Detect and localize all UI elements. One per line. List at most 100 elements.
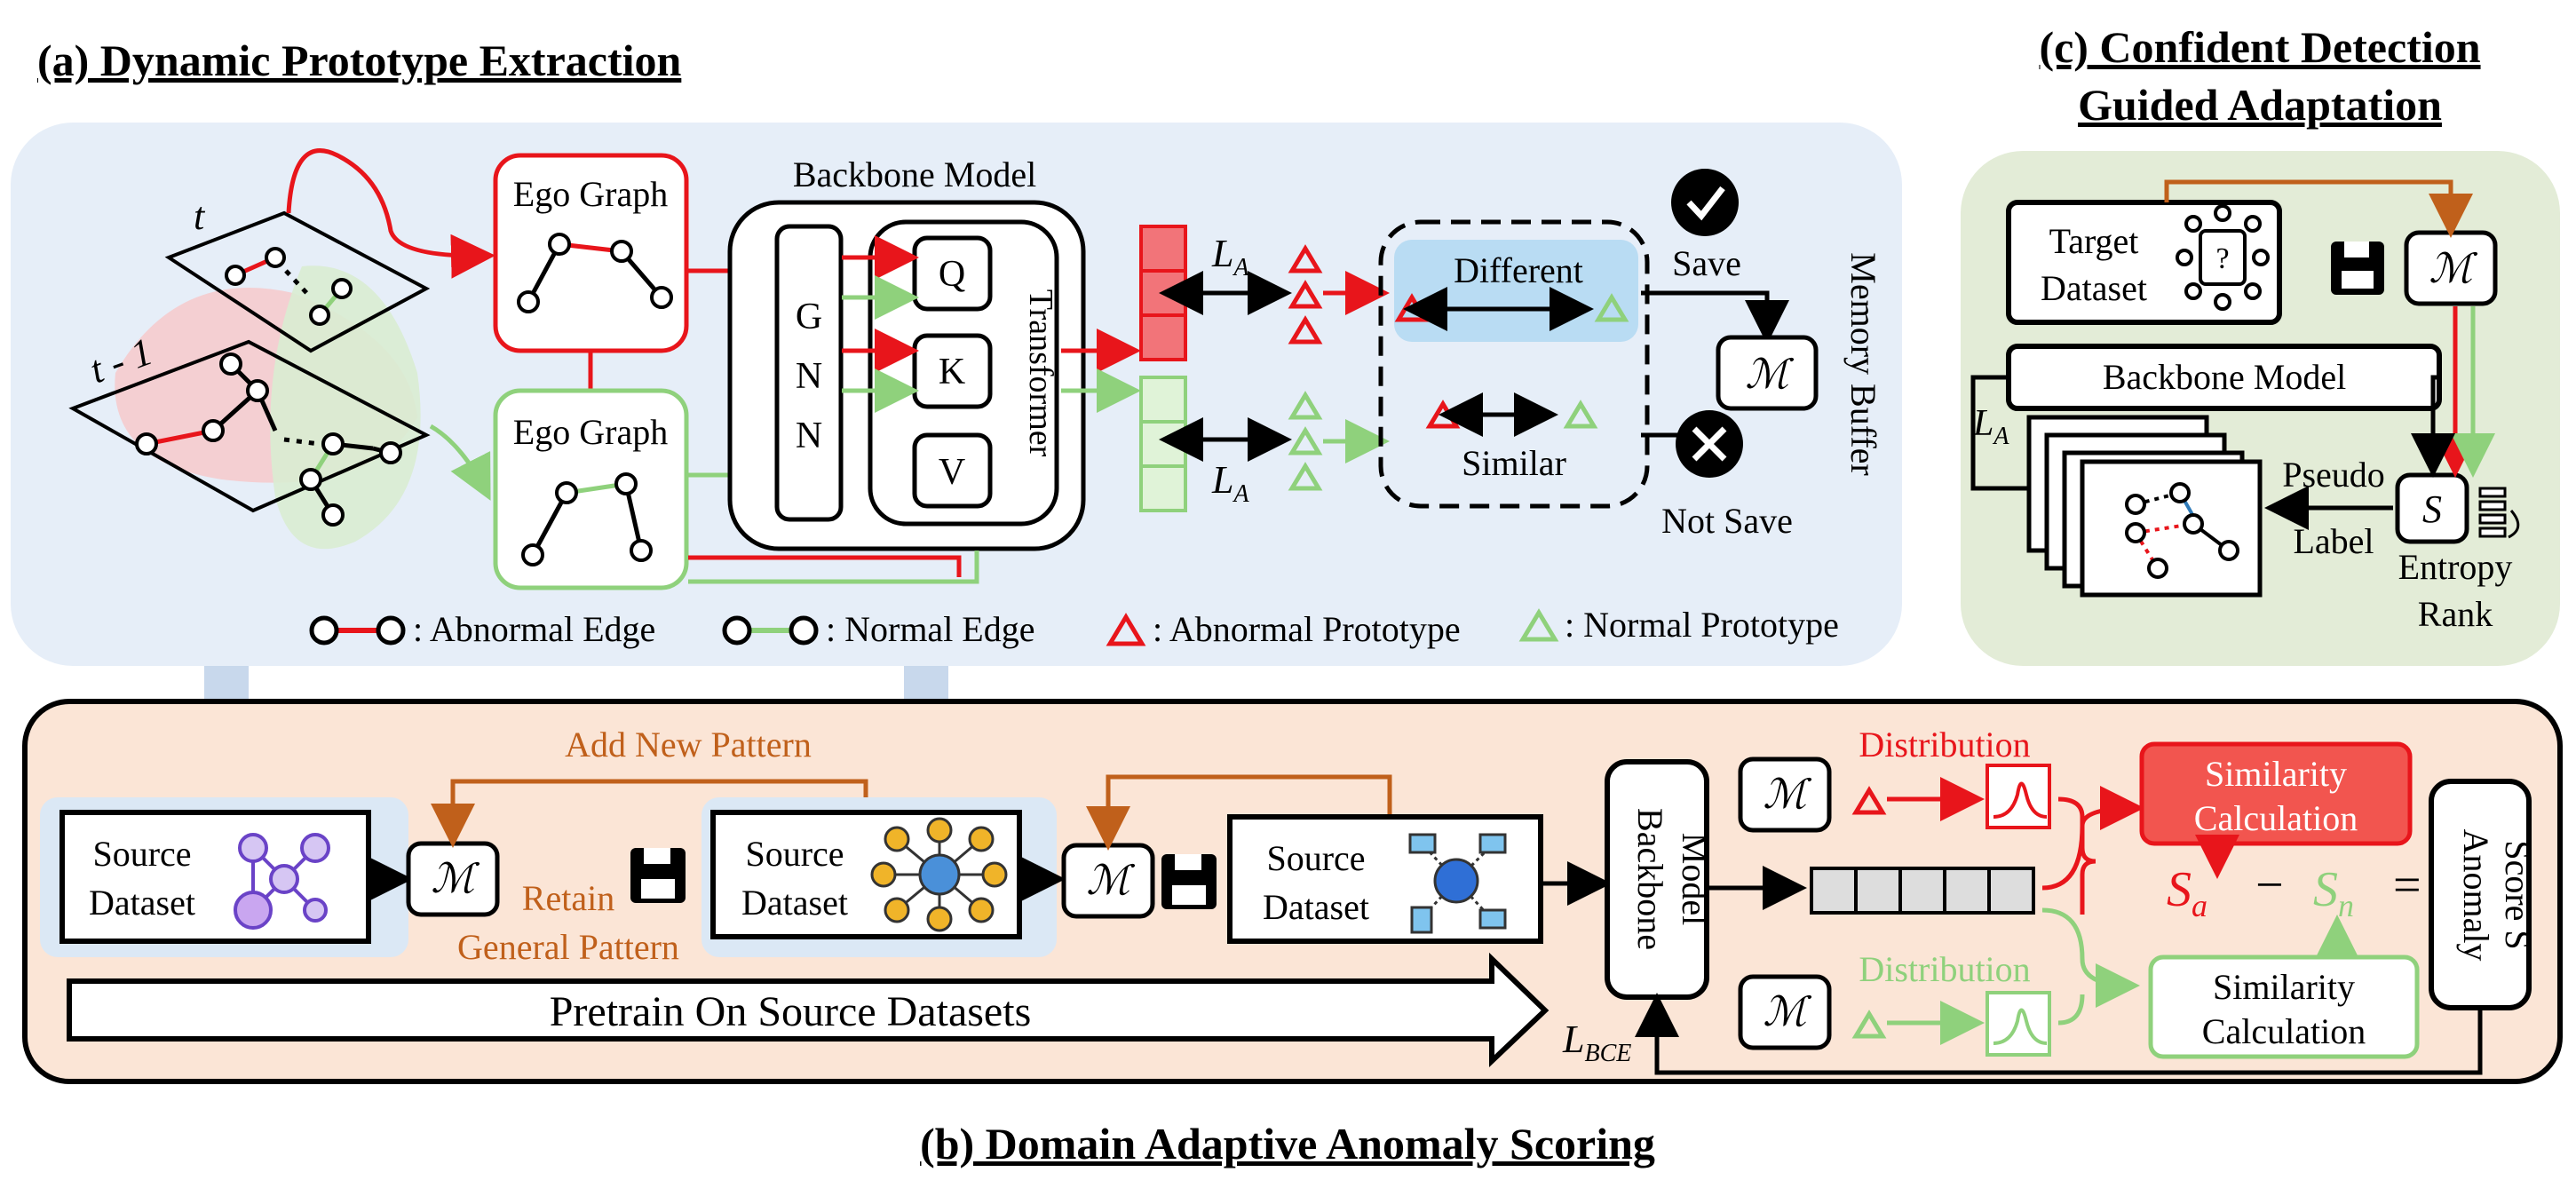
memory-buffer-label: Memory Buffer [1843, 252, 1883, 475]
backbone-b-label-2: Model [1675, 833, 1715, 925]
legend-normal-edge: : Normal Edge [826, 609, 1035, 649]
ego-graph-top-label: Ego Graph [513, 174, 668, 214]
v-label: V [939, 452, 965, 493]
rank-list-icon [2478, 487, 2520, 539]
source2-label-2: Dataset [741, 883, 848, 923]
gnn-letter-n1: N [796, 356, 822, 397]
legend-abnormal-proto: : Abnormal Prototype [1153, 609, 1461, 649]
save-disk-icon-b1 [630, 848, 686, 903]
legend-abnormal-edge: : Abnormal Edge [413, 609, 655, 649]
web-network-icon [1408, 833, 1507, 934]
similarity-calc-top [2139, 741, 2413, 846]
gnn-letter-g: G [796, 297, 822, 337]
distribution-bottom-icon [1986, 991, 2051, 1057]
memory-symbol-b-top: ℳ [1763, 772, 1811, 817]
score-s-c: S [2422, 487, 2442, 531]
panel-c-title-1: (c) Confident Detection [2039, 22, 2480, 72]
la-c: LA [1972, 403, 2009, 450]
sim-calc-top-label-1: Similarity [2205, 754, 2347, 794]
query-embedding [1810, 867, 2035, 915]
normal-embedding [1139, 376, 1187, 512]
score-sa: Sa [2167, 862, 2207, 923]
ego-graph-bottom-label: Ego Graph [513, 412, 668, 452]
legend-a: : Abnormal Edge : Normal Edge : Abnormal… [309, 605, 1839, 649]
panel-c-title-2: Guided Adaptation [2078, 80, 2442, 130]
sim-calc-top-label-2: Calculation [2194, 798, 2358, 838]
ego-graph-bottom [493, 388, 689, 590]
prototype-decision-box [1378, 219, 1650, 509]
similar-label: Similar [1462, 443, 1566, 483]
la-top-a: LA [1211, 232, 1249, 281]
la-bottom-a: LA [1211, 458, 1249, 508]
crypto-network-icon [870, 817, 1008, 932]
distribution-top-label: Distribution [1859, 725, 2030, 764]
abnormal-prototypes [1288, 244, 1323, 345]
backbone-label-c: Backbone Model [2103, 357, 2346, 397]
check-icon [1671, 169, 1739, 236]
pretrain-label: Pretrain On Source Datasets [550, 988, 1032, 1035]
panel-a-title: (a) Dynamic Prototype Extraction [37, 36, 682, 85]
social-network-icon [234, 833, 330, 930]
anomaly-label-2: Score S [2498, 840, 2538, 949]
different-label: Different [1454, 250, 1583, 290]
transformer-label: Transformer [1022, 289, 1059, 457]
q-label: Q [939, 254, 965, 295]
pseudo-graph-card [2080, 459, 2263, 598]
k-label: K [939, 352, 965, 392]
memory-symbol-b-bottom: ℳ [1763, 989, 1811, 1034]
entropy-label: Entropy [2398, 547, 2513, 587]
distribution-bottom-label: Distribution [1859, 949, 2030, 989]
panel-b: Source Dataset ℳ Add New Pattern Retain … [22, 699, 2563, 1168]
memory-box-b-bottom [1738, 974, 1832, 1050]
target-label-1: Target [2049, 221, 2139, 261]
source2-label-1: Source [745, 834, 844, 874]
memory-symbol-b1: ℳ [431, 856, 480, 901]
add-new-pattern-label: Add New Pattern [565, 725, 812, 764]
similarity-calc-bottom [2148, 954, 2420, 1059]
target-label-2: Dataset [2041, 268, 2147, 308]
legend-normal-proto: : Normal Prototype [1565, 605, 1839, 645]
memory-box-b-top [1738, 756, 1832, 833]
label-t: t [194, 194, 206, 238]
panel-b-title: (b) Domain Adaptive Anomaly Scoring [920, 1119, 1655, 1168]
normal-prototypes [1288, 391, 1323, 491]
pseudo-label-2: Label [2293, 521, 2374, 561]
backbone-b-label-1: Backbone [1630, 808, 1670, 950]
anomaly-label-1: Anomaly [2456, 829, 2496, 962]
abnormal-embedding [1139, 225, 1187, 361]
graph-planes [68, 210, 431, 550]
memory-buffer-box-a [1716, 335, 1819, 411]
distribution-top-icon [1986, 764, 2051, 829]
arrow-t-to-ego [286, 148, 495, 279]
arrow-t1-to-ego [429, 424, 491, 501]
minus-sign: − [2255, 858, 2284, 913]
source3-label-2: Dataset [1263, 887, 1369, 927]
sim-calc-bot-label-2: Calculation [2202, 1011, 2366, 1051]
panel-c: (c) Confident Detection Guided Adaptatio… [1961, 22, 2560, 666]
backbone-title-a: Backbone Model [793, 154, 1036, 194]
not-save-label: Not Save [1661, 501, 1793, 541]
gnn-block [774, 224, 844, 522]
save-disk-icon-c [2331, 242, 2384, 295]
general-pattern-label: General Pattern [457, 927, 679, 967]
gnn-letter-n2: N [796, 416, 822, 456]
memory-symbol-b2: ℳ [1086, 858, 1135, 903]
lbce-label: LBCE [1562, 1018, 1631, 1067]
memory-symbol-a: ℳ [1745, 352, 1794, 397]
source1-label-1: Source [92, 834, 191, 874]
save-disk-icon-b2 [1161, 854, 1217, 909]
source1-label-2: Dataset [89, 883, 195, 923]
target-network-icon: ? [2176, 204, 2270, 311]
rank-label: Rank [2418, 594, 2493, 634]
save-label: Save [1672, 243, 1741, 283]
svg-text:?: ? [2215, 242, 2229, 275]
source3-label-1: Source [1266, 838, 1365, 878]
equals-sign: = [2393, 858, 2421, 913]
memory-symbol-c: ℳ [2429, 246, 2477, 291]
pseudo-label-1: Pseudo [2282, 455, 2385, 495]
sim-calc-bot-label-1: Similarity [2213, 967, 2355, 1007]
panel-a: (a) Dynamic Prototype Extraction [11, 36, 1902, 780]
retain-label: Retain [522, 878, 614, 918]
pretrain-arrow [67, 952, 1550, 1067]
